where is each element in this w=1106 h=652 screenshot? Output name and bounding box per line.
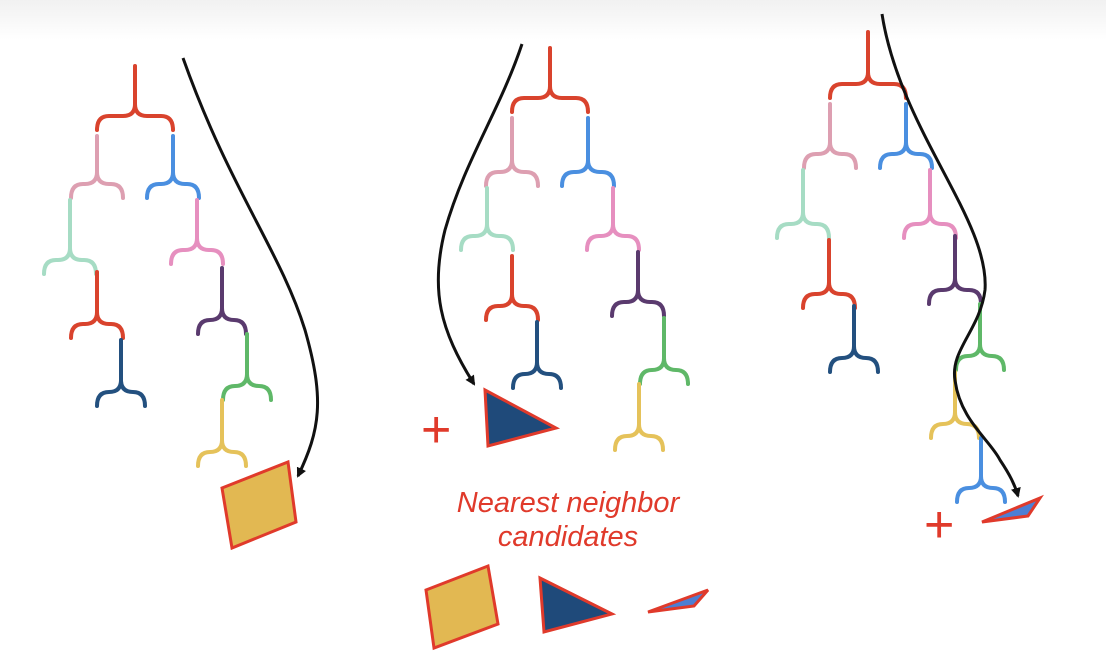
tree3-l3 <box>801 238 857 310</box>
tree1-r1 <box>145 134 201 200</box>
tree3-r1 <box>878 102 934 170</box>
candidate-triangle <box>538 575 617 634</box>
tree1-l1 <box>69 134 125 200</box>
tree1-r2 <box>169 198 225 266</box>
plus-symbol-panel-2: + <box>421 401 452 459</box>
caption-line-1: Nearest neighbor <box>456 487 680 519</box>
caption-line-2: candidates <box>497 521 639 553</box>
tree2-r3 <box>610 250 666 318</box>
tree3-l4 <box>828 304 880 374</box>
plus-symbol-panel-3: + <box>924 496 955 554</box>
tree3-r2 <box>902 168 958 240</box>
tree2-r1 <box>560 116 616 188</box>
triangle-shape-panel-2 <box>483 387 561 448</box>
tree2-r2 <box>585 186 641 252</box>
tree2-l2 <box>459 186 515 252</box>
tree1-r3 <box>196 266 248 336</box>
candidate-sliver <box>647 588 710 614</box>
tree1-l3 <box>69 270 125 340</box>
tree2-r4 <box>638 316 690 386</box>
tree2-l3 <box>484 254 540 322</box>
tree3-r6 <box>955 436 1007 504</box>
quad-shape-panel-1 <box>220 459 298 551</box>
sliver-shape-panel-3 <box>981 494 1044 524</box>
search-arrow-1 <box>181 57 320 478</box>
search-arrow-2 <box>436 43 524 386</box>
nearest-neighbor-caption: Nearest neighbor candidates <box>408 486 728 554</box>
tree1-r5 <box>196 398 248 468</box>
tree1-r4 <box>221 332 273 402</box>
tree2-root <box>510 46 590 114</box>
tree2-l4 <box>511 320 563 390</box>
tree1-l2 <box>42 198 98 276</box>
candidate-quad <box>424 563 500 651</box>
tree2-r5 <box>613 382 665 452</box>
search-arrow-3 <box>880 13 1021 498</box>
tree1-root <box>95 64 175 132</box>
tree3-r3 <box>927 234 983 306</box>
tree2-l1 <box>484 116 540 188</box>
tree3-l2 <box>775 168 831 240</box>
tree1-l4 <box>95 338 147 408</box>
top-fade <box>0 0 1106 40</box>
tree3-l1 <box>802 102 858 170</box>
